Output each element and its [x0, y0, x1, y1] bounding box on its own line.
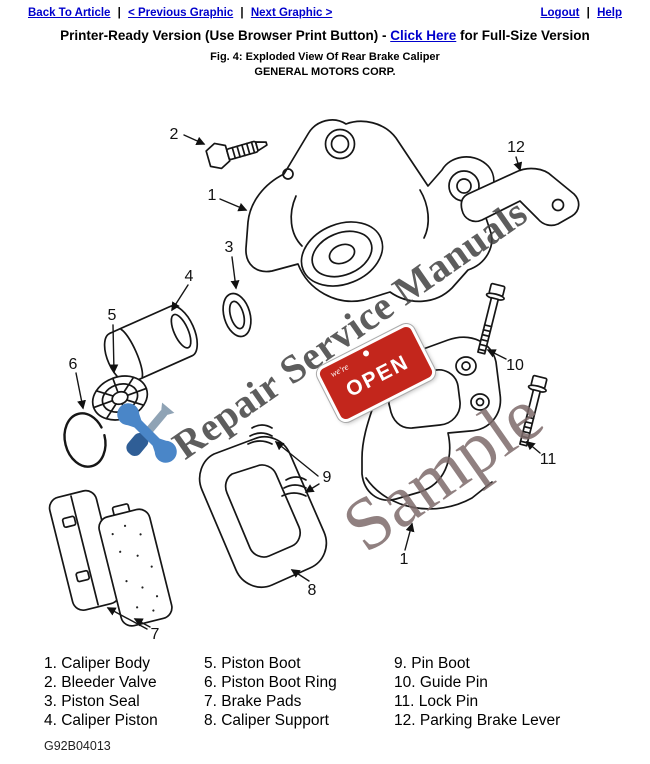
- part-item: 8. Caliper Support: [204, 712, 329, 729]
- brake-caliper-exploded-diagram: 2 1 12 3 4 5 6 7 8 9 10 11 1: [48, 119, 580, 643]
- parking-brake-lever-part: [460, 167, 580, 227]
- callout-labels: 2 1 12 3 4 5 6 7 8 9 10 11 1: [69, 126, 557, 643]
- printer-ready-title: Printer-Ready Version (Use Browser Print…: [0, 28, 650, 43]
- callout-caliper-body-2: 1: [400, 551, 409, 568]
- caliper-support-part: [198, 424, 328, 589]
- full-size-link[interactable]: Click Here: [390, 28, 457, 43]
- figure-caption: Fig. 4: Exploded View Of Rear Brake Cali…: [210, 51, 440, 63]
- callout-lock-pin: 11: [540, 451, 557, 468]
- bleeder-valve-part: [205, 140, 268, 170]
- parts-column-1: 1. Caliper Body 2. Bleeder Valve 3. Pist…: [44, 654, 204, 730]
- lock-pin-part: [519, 374, 548, 447]
- part-item: 12. Parking Brake Lever: [394, 712, 561, 729]
- callout-bleeder-valve: 2: [170, 126, 179, 143]
- callout-caliper-body: 1: [208, 187, 217, 204]
- part-item: 7. Brake Pads: [204, 693, 302, 710]
- previous-graphic-link[interactable]: < Previous Graphic: [128, 7, 234, 19]
- parts-column-2: 5. Piston Boot 6. Piston Boot Ring 7. Br…: [204, 654, 394, 730]
- part-item: 11. Lock Pin: [394, 693, 479, 710]
- parts-list: 1. Caliper Body 2. Bleeder Valve 3. Pist…: [0, 654, 650, 730]
- open-sign-small-text: we're: [328, 361, 351, 380]
- tools-icon: [117, 402, 177, 463]
- parts-column-3: 9. Pin Boot 10. Guide Pin 11. Lock Pin 1…: [394, 654, 560, 730]
- callout-piston-seal: 3: [225, 239, 234, 256]
- back-to-article-link[interactable]: Back To Article: [28, 7, 111, 19]
- part-item: 10. Guide Pin: [394, 674, 488, 691]
- callout-caliper-support: 8: [308, 582, 317, 599]
- nav-right: Logout | Help: [541, 7, 623, 19]
- help-link[interactable]: Help: [597, 7, 622, 19]
- callout-guide-pin: 10: [506, 357, 524, 374]
- leader-lines: [75, 134, 541, 630]
- part-item: 2. Bleeder Valve: [44, 674, 157, 691]
- piston-seal-part: [222, 292, 252, 338]
- part-item: 9. Pin Boot: [394, 655, 470, 672]
- part-item: 1. Caliper Body: [44, 655, 150, 672]
- nav-left: Back To Article | < Previous Graphic | N…: [28, 7, 332, 19]
- piston-boot-ring-part: [63, 412, 107, 468]
- separator: |: [117, 7, 121, 19]
- callout-boot-ring: 6: [69, 356, 78, 373]
- part-item: 6. Piston Boot Ring: [204, 674, 337, 691]
- callout-caliper-piston: 4: [185, 268, 194, 285]
- guide-pin-part: [477, 282, 506, 355]
- callout-piston-boot: 5: [108, 307, 117, 324]
- separator: |: [586, 7, 590, 19]
- top-navigation: Back To Article | < Previous Graphic | N…: [0, 0, 650, 19]
- brake-pads-part: [48, 489, 173, 627]
- logout-link[interactable]: Logout: [540, 7, 580, 19]
- diagram-area: 2 1 12 3 4 5 6 7 8 9 10 11 1 Repair Serv…: [0, 78, 650, 648]
- part-item: 5. Piston Boot: [204, 655, 301, 672]
- open-sign-hole: [361, 349, 371, 358]
- part-item: 3. Piston Seal: [44, 693, 140, 710]
- manufacturer-name: GENERAL MOTORS CORP.: [254, 66, 396, 78]
- callout-brake-pads: 7: [151, 626, 160, 643]
- title-prefix: Printer-Ready Version (Use Browser Print…: [60, 28, 391, 43]
- caliper-body-part: [245, 119, 495, 303]
- separator: |: [240, 7, 244, 19]
- callout-parking-lever: 12: [507, 139, 525, 156]
- pin-boot-part: [247, 424, 307, 497]
- title-suffix: for Full-Size Version: [456, 28, 590, 43]
- part-item: 4. Caliper Piston: [44, 712, 158, 729]
- next-graphic-link[interactable]: Next Graphic >: [250, 7, 333, 19]
- figure-id: G92B04013: [44, 739, 111, 753]
- callout-pin-boot: 9: [323, 469, 332, 486]
